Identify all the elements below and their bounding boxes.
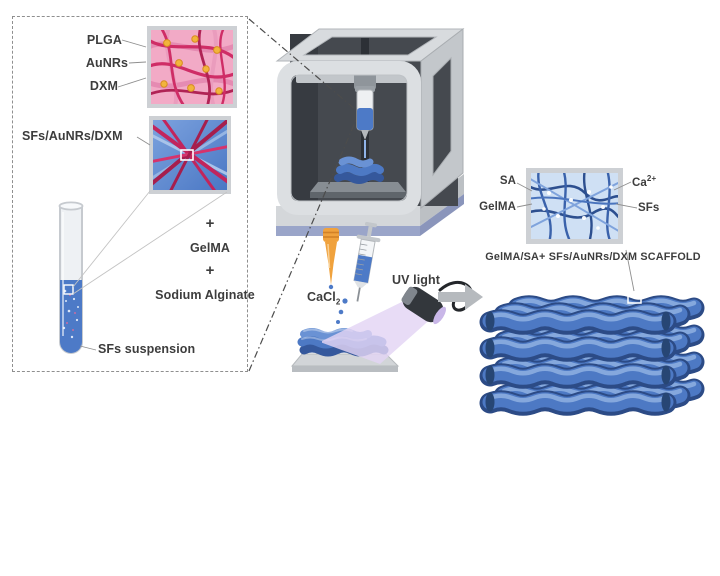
plus-sign-1: + — [205, 215, 215, 232]
sa-label: SA — [499, 175, 516, 187]
gelma-label: GelMA — [189, 241, 231, 255]
scaffold-zoom-marker — [627, 291, 642, 304]
plga-inset — [147, 26, 237, 108]
blue-fiber-illustration — [153, 120, 227, 190]
uv-light-label: UV light — [392, 273, 441, 287]
cacl2-subscript: 2 — [335, 297, 341, 307]
zoom-marker-square — [180, 149, 194, 161]
sfs-suspension-label: SFs suspension — [98, 342, 196, 356]
test-tube-illustration — [58, 201, 84, 354]
ca-label: Ca2+ — [632, 174, 656, 189]
ca-base: Ca — [632, 176, 647, 189]
plga-label: PLGA — [86, 33, 122, 47]
fiber-inset — [149, 116, 231, 194]
scaffold-caption: GelMA/SA+ SFs/AuNRs/DXM SCAFFOLD — [485, 251, 701, 263]
gelma-right-label: GelMA — [479, 201, 516, 213]
sodium-alginate-label: Sodium Alginate — [155, 288, 255, 302]
network-inset — [526, 168, 623, 244]
pink-fiber-mesh-illustration — [151, 30, 233, 104]
fiber-mix-label: SFs/AuNRs/DXM — [22, 129, 123, 143]
bioprinter-illustration — [275, 27, 465, 236]
sfs-right-label: SFs — [638, 202, 660, 214]
cacl2-base: CaCl — [307, 290, 336, 304]
ca-superscript: 2+ — [646, 174, 657, 183]
dxm-label: DXM — [89, 79, 118, 93]
hydrogel-network-illustration — [531, 173, 618, 239]
scaffold-3d-illustration — [478, 291, 716, 428]
aunrs-label: AuNRs — [85, 56, 128, 70]
pipette-icon — [323, 228, 339, 290]
cacl2-label: CaCl2 — [307, 290, 340, 307]
right-arrow-icon — [438, 284, 483, 310]
ink-components-box — [12, 16, 248, 372]
plus-sign-2: + — [205, 262, 215, 279]
syringe-icon — [353, 221, 381, 302]
